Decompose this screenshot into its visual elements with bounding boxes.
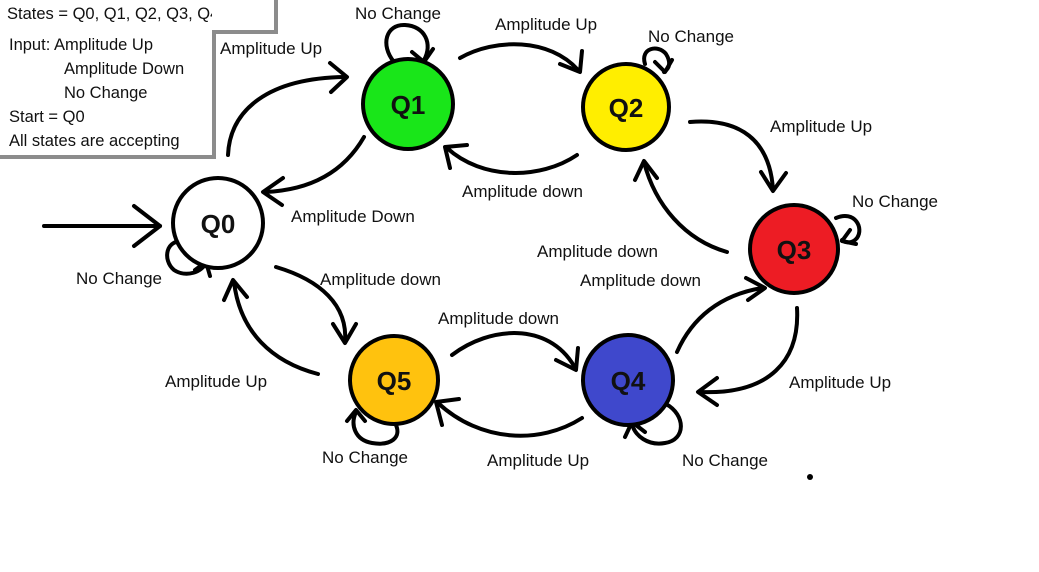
state-q3: Q3 — [748, 203, 840, 295]
edge-q2-q3 — [688, 119, 788, 193]
edge-q5-self — [345, 408, 400, 446]
label-q1-q0: Amplitude Down — [291, 207, 415, 226]
state-q0-label: Q0 — [201, 209, 236, 239]
label-q5-q0: Amplitude Up — [165, 372, 267, 391]
state-q4-label: Q4 — [611, 366, 646, 396]
label-q2-self: No Change — [648, 27, 734, 46]
edge-q1-q0 — [261, 135, 366, 207]
edge-q5-q4 — [450, 331, 580, 372]
input-no-change: No Change — [64, 84, 148, 102]
edge-q5-q0 — [222, 278, 320, 376]
state-q3-label: Q3 — [777, 235, 812, 265]
label-q1-q2: Amplitude Up — [495, 15, 597, 34]
legend-box: States = Q0, Q1, Q2, Q3, Q4, Q5 Input: A… — [0, 0, 251, 159]
edge-q3-self — [834, 214, 862, 246]
label-q0-q5: Amplitude down — [320, 270, 441, 289]
start-line: Start = Q0 — [9, 108, 85, 126]
label-q4-q5: Amplitude Up — [487, 451, 589, 470]
states-line: States = Q0, Q1, Q2, Q3, Q4, Q5 — [7, 5, 251, 23]
label-q0-self: No Change — [76, 269, 162, 288]
edge-q1-q2 — [458, 42, 584, 74]
state-q2: Q2 — [581, 62, 671, 152]
label-q2-q1: Amplitude down — [462, 182, 583, 201]
label-q5-q4: Amplitude down — [438, 309, 559, 328]
edge-q4-q3 — [675, 276, 767, 354]
stray-dot — [807, 474, 813, 480]
label-q3-q4: Amplitude Up — [789, 373, 891, 392]
label-q0-q1: Amplitude Up — [220, 39, 322, 58]
state-q5: Q5 — [348, 334, 440, 426]
label-q3-self: No Change — [852, 192, 938, 211]
state-q0: Q0 — [171, 176, 265, 270]
state-q5-label: Q5 — [377, 366, 412, 396]
label-q2-q3: Amplitude Up — [770, 117, 872, 136]
edge-q3-q4 — [696, 306, 800, 407]
label-q5-self: No Change — [322, 448, 408, 467]
start-arrow — [42, 204, 162, 248]
input-line: Input: Amplitude Up — [9, 36, 154, 54]
label-q3-q2: Amplitude down — [537, 242, 658, 261]
state-q2-label: Q2 — [609, 93, 644, 123]
state-q4: Q4 — [581, 333, 675, 427]
edge-q0-q1 — [226, 61, 349, 157]
edge-q0-q5 — [274, 265, 358, 345]
state-q1: Q1 — [361, 57, 455, 151]
label-q4-q3: Amplitude down — [580, 271, 701, 290]
edge-q4-q5 — [434, 397, 584, 438]
label-q1-self: No Change — [355, 4, 441, 23]
edge-q2-self — [642, 46, 674, 74]
accepting-line: All states are accepting — [9, 132, 180, 150]
state-q1-label: Q1 — [391, 90, 426, 120]
label-q4-self: No Change — [682, 451, 768, 470]
legend-box-tab — [212, 0, 278, 34]
edge-q3-q2 — [633, 159, 729, 254]
input-amplitude-down: Amplitude Down — [64, 60, 185, 78]
edge-q2-q1 — [443, 143, 579, 175]
edge-q1-self — [384, 22, 435, 64]
